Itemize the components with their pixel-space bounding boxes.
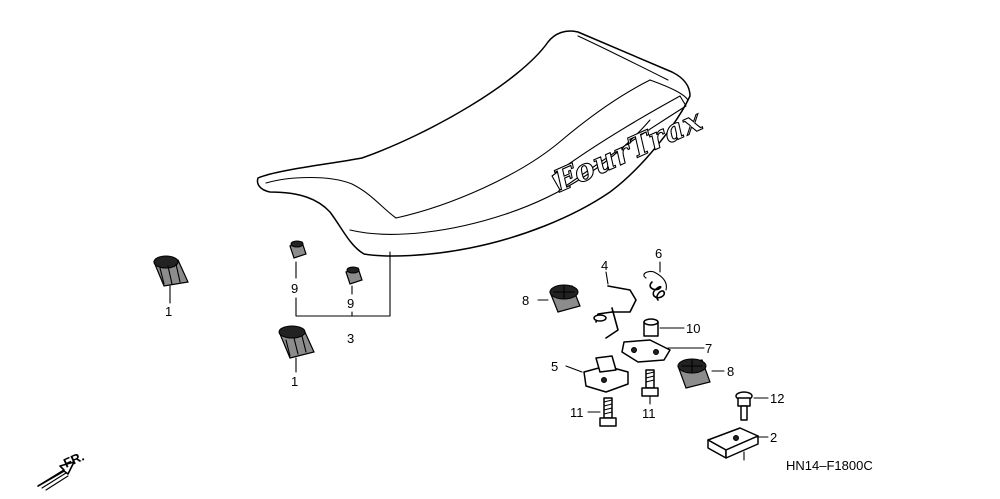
callout-10: 10 (686, 321, 700, 336)
callout-7: 7 (705, 341, 712, 356)
grommet-part-9b[interactable] (345, 266, 363, 285)
grommet-top (346, 266, 360, 274)
diagram-code: HN14–F1800C (786, 458, 873, 473)
leader-5 (565, 365, 583, 373)
callout-8a: 8 (522, 293, 529, 308)
bolt-thread (645, 371, 655, 383)
bracket-edge (725, 435, 759, 459)
bracket-leader-3 (295, 251, 391, 317)
cushion-top (278, 325, 306, 339)
cushion-ribs (285, 335, 307, 357)
spring-arm (643, 270, 667, 291)
callout-12: 12 (770, 391, 784, 406)
bracket-hole (733, 435, 739, 441)
base-hole (601, 377, 607, 383)
seat-seam-top (265, 176, 397, 219)
seat-seam-upper (395, 79, 651, 219)
plate-hole (631, 347, 637, 353)
seat-catch-rod-part-4[interactable] (593, 285, 637, 339)
bolt-part-12[interactable] (735, 391, 753, 421)
cushion-top (153, 255, 179, 269)
callout-6: 6 (655, 246, 662, 261)
rod-end (593, 314, 607, 322)
knob-part-8a[interactable] (549, 284, 581, 313)
front-arrow-icon (37, 461, 75, 487)
bolt-collar (737, 397, 751, 407)
bolt-part-11b[interactable] (641, 369, 659, 397)
lock-base-part-5[interactable] (583, 355, 629, 393)
plate-part-7[interactable] (621, 339, 671, 363)
front-arrow-hatching (41, 472, 69, 491)
knob-grip (553, 285, 575, 299)
bolt-thread (603, 399, 613, 415)
seat-seam-rear (577, 35, 669, 81)
callout-11a: 11 (570, 405, 584, 420)
leader-4 (605, 271, 609, 285)
rod-upper (607, 285, 637, 313)
grommet-part-9a[interactable] (289, 240, 307, 259)
callout-5: 5 (551, 359, 558, 374)
callout-9a: 9 (291, 281, 298, 296)
bolt-head (641, 387, 659, 397)
seat-outline (256, 30, 691, 257)
callout-9b: 9 (347, 296, 354, 311)
plate-hole (653, 349, 659, 355)
callout-11b: 11 (642, 406, 656, 421)
cushion-part-1a[interactable] (153, 255, 189, 287)
callout-8b: 8 (727, 364, 734, 379)
callout-3: 3 (347, 331, 354, 346)
bolt-head (599, 417, 617, 427)
knob-part-8b[interactable] (677, 358, 711, 389)
base-tab (595, 355, 617, 373)
seat-logo-panel (551, 95, 687, 191)
collar-part-10[interactable] (643, 318, 659, 337)
cushion-ribs (159, 263, 181, 285)
callout-1b: 1 (291, 374, 298, 389)
cushion-part-1b[interactable] (278, 325, 315, 359)
bracket-part-2[interactable] (707, 427, 759, 459)
front-direction-indicator: FR. (37, 449, 86, 491)
spring-part-6[interactable] (643, 270, 667, 301)
rod-hook (605, 307, 619, 339)
knob-grip (681, 359, 703, 373)
collar-top (643, 318, 659, 326)
callout-2: 2 (770, 430, 777, 445)
seat-rear-edge (649, 79, 689, 101)
bolt-shank (740, 405, 748, 421)
grommet-top (290, 240, 304, 248)
spring-coil (649, 281, 666, 301)
front-label: FR. (61, 449, 86, 471)
seat[interactable]: FourTrax (256, 30, 709, 257)
seat-side-line (349, 119, 651, 235)
callout-1a: 1 (165, 304, 172, 319)
bolt-part-11a[interactable] (599, 397, 617, 427)
callout-4: 4 (601, 258, 608, 273)
plate-body (621, 339, 671, 363)
